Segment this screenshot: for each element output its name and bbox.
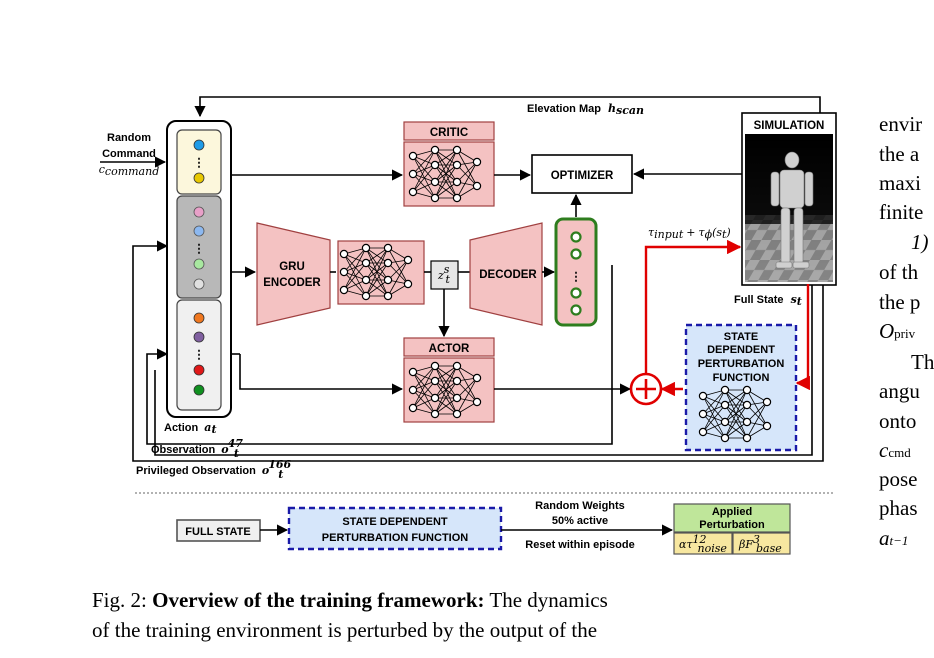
decoder-output-vector: ⋮ [554, 217, 598, 327]
svg-text:Command: Command [102, 148, 156, 160]
svg-text:Applied: Applied [712, 506, 752, 518]
svg-text:⋮: ⋮ [570, 270, 582, 283]
svg-text:ACTOR: ACTOR [429, 343, 470, 355]
svg-text:⋮: ⋮ [193, 156, 205, 169]
svg-text:DEPENDENT: DEPENDENT [707, 344, 775, 356]
svg-text:Random Weights: Random Weights [535, 500, 625, 512]
figure-caption: Fig. 2: Overview of the training framewo… [92, 585, 847, 645]
svg-text:FULL STATE: FULL STATE [185, 526, 250, 538]
rc-line: the a [879, 142, 920, 166]
rc-line: phas [879, 496, 918, 520]
random-command: Random Command ccommand [99, 132, 167, 178]
svg-text:DECODER: DECODER [479, 269, 537, 281]
optimizer-block: OPTIMIZER [531, 154, 633, 194]
torque-label: τinput+τϕ(st) [648, 226, 731, 241]
bottom-pipeline: FULL STATE STATE DEPENDENT PERTURBATION … [176, 500, 791, 555]
svg-text:Perturbation: Perturbation [699, 519, 765, 531]
svg-text:FUNCTION: FUNCTION [713, 372, 770, 384]
perturbation-network-icon [698, 385, 772, 443]
encoder-mlp [337, 240, 425, 305]
caption-label: Fig. 2: [92, 588, 147, 612]
svg-text:Reset within episode: Reset within episode [525, 539, 634, 551]
svg-text:STATE DEPENDENT: STATE DEPENDENT [342, 516, 448, 528]
obs-dot-red [193, 364, 205, 376]
svg-text:50% active: 50% active [552, 515, 608, 527]
torque-path: τinput+τϕ(st) [629, 226, 810, 406]
svg-text:zst: zst [437, 263, 450, 286]
critic-block: CRITIC [403, 121, 495, 207]
encoder-network-icon [339, 243, 413, 301]
caption-text-2: of the training environment is perturbed… [92, 618, 598, 642]
rc-line: Th [911, 350, 934, 374]
action-label: Action at [164, 421, 217, 436]
elevation-map-label: Elevation Map hscan [527, 102, 644, 117]
rc-line: maxi [879, 171, 921, 195]
priv-dot-pink [193, 206, 205, 218]
svg-text:CRITIC: CRITIC [430, 127, 468, 139]
rc-line: angu [879, 379, 920, 403]
rc-line: finite [879, 200, 924, 224]
perturbation-function-block: STATE DEPENDENT PERTURBATION FUNCTION [684, 323, 798, 452]
priv-dot-blue [193, 225, 205, 237]
rc-line: pose [879, 467, 918, 491]
rc-line: envir [879, 112, 923, 136]
right-column-text: envir the a maxi finite 1) of th the p O… [879, 98, 934, 658]
svg-text:GRU: GRU [279, 261, 305, 273]
elevation-map-loop: Elevation Map hscan [194, 96, 821, 118]
rc-line: 1) [911, 230, 929, 254]
full-state-label: Full State st [734, 293, 802, 308]
caption-title: Overview of the training framework: [152, 588, 485, 612]
svg-text:⋮: ⋮ [193, 348, 205, 361]
simulation-block: SIMULATION [741, 112, 837, 286]
svg-text:OPTIMIZER: OPTIMIZER [551, 170, 614, 182]
observation-stack: ⋮ ⋮ ⋮ [166, 120, 232, 418]
command-dot-cyan [193, 139, 205, 151]
robot-icon [770, 151, 814, 269]
svg-text:ENCODER: ENCODER [263, 277, 321, 289]
rc-line: onto [879, 409, 917, 433]
svg-text:SIMULATION: SIMULATION [754, 120, 825, 132]
svg-text:Random: Random [107, 132, 151, 144]
obs-dot-green [193, 384, 205, 396]
svg-text:PERTURBATION FUNCTION: PERTURBATION FUNCTION [322, 532, 469, 544]
gru-encoder: GRU ENCODER [256, 222, 331, 326]
caption-text-1: The dynamics [489, 588, 608, 612]
rc-line: ccmd [879, 438, 911, 462]
critic-network-icon [408, 145, 482, 203]
rc-line: of th [879, 260, 919, 284]
obs-dot-orange [193, 312, 205, 324]
c-command-symbol: ccommand [99, 163, 160, 178]
priv-dot-green [193, 258, 205, 270]
actor-block: ACTOR [403, 337, 495, 423]
svg-text:PERTURBATION: PERTURBATION [698, 358, 785, 370]
rc-line: at−1 [879, 526, 909, 550]
obs-dot-purple [193, 331, 205, 343]
svg-text:STATE: STATE [724, 331, 758, 343]
rc-line: the p [879, 290, 921, 314]
priv-dot-grey [193, 278, 205, 290]
decoder: DECODER [469, 222, 543, 326]
svg-text:⋮: ⋮ [193, 242, 205, 255]
actor-network-icon [408, 361, 482, 419]
command-dot-yellow [193, 172, 205, 184]
rc-line: Opriv [879, 319, 916, 343]
